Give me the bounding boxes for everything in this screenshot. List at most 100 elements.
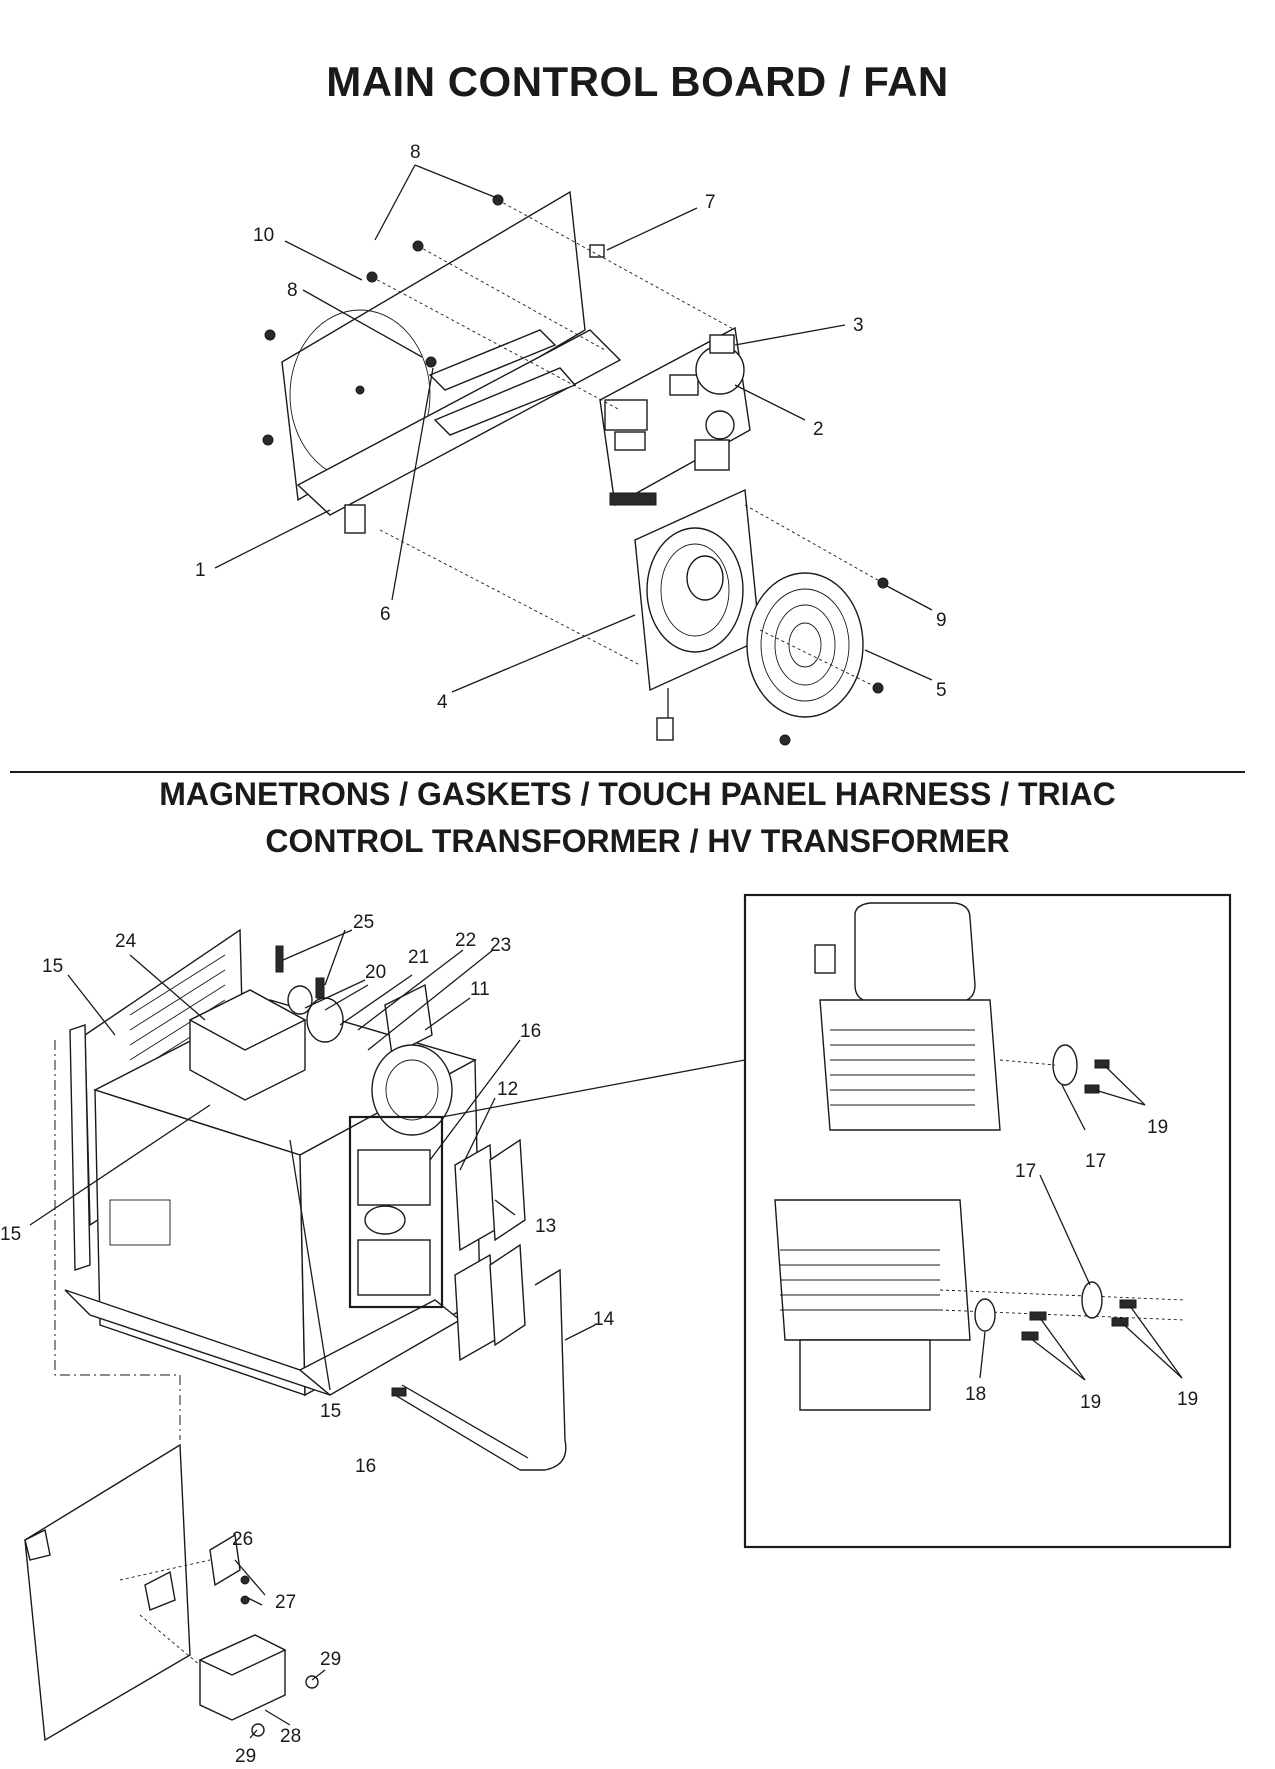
magnetron-body-lower <box>774 1199 971 1341</box>
inset-callouts: 19 17 17 18 19 19 <box>965 1117 1198 1413</box>
screw <box>355 385 365 395</box>
gasket-upper-2 <box>489 1138 526 1242</box>
callout-label: 19 <box>1177 1389 1198 1410</box>
callout-label: 12 <box>497 1079 518 1100</box>
main-control-board-assembly <box>262 190 889 746</box>
magnetron-lower <box>357 1239 431 1296</box>
board-connector <box>669 374 699 396</box>
screw <box>264 329 276 341</box>
callout-label: 7 <box>705 192 716 213</box>
standoff <box>589 244 605 258</box>
top-callout-leaders <box>214 164 933 693</box>
bottom-callouts: 25 24 22 23 21 20 15 11 16 12 13 15 14 1… <box>0 912 615 1767</box>
bracket-foot <box>344 504 366 534</box>
cooling-fan-hub <box>686 555 724 601</box>
section-title-main-control-board: MAIN CONTROL BOARD / FAN <box>326 58 949 105</box>
screw <box>1094 1059 1110 1069</box>
callout-label: 3 <box>853 315 864 336</box>
board-bracket-upper <box>428 329 557 391</box>
label-plate <box>109 1199 171 1246</box>
side-rail <box>69 1024 91 1271</box>
callout-label: 17 <box>1015 1161 1036 1182</box>
callout-label: 15 <box>320 1401 341 1422</box>
callout-label: 10 <box>253 225 274 246</box>
nut <box>305 1675 319 1689</box>
callout-label: 28 <box>280 1726 301 1747</box>
screw <box>1111 1317 1129 1327</box>
callout-label: 16 <box>355 1456 376 1477</box>
triac-module <box>209 1533 241 1587</box>
thermal-cutout <box>1052 1044 1078 1086</box>
board-connector-2 <box>709 334 735 354</box>
control-transformer-panel <box>24 1443 191 1742</box>
board-transformer <box>694 439 730 471</box>
board-relay <box>604 399 648 431</box>
magnetron-antenna-cap <box>854 902 976 1003</box>
callout-label: 4 <box>437 692 448 713</box>
touch-panel-harness <box>520 1268 567 1471</box>
magnetron-detail-inset <box>743 893 1232 1549</box>
screw <box>1119 1299 1137 1309</box>
magnetron-upper <box>357 1149 431 1206</box>
callout-label: 24 <box>115 931 137 952</box>
callout-label: 8 <box>410 142 421 163</box>
section-divider <box>10 771 1245 773</box>
section-title-magnetrons-line1: MAGNETRONS / GASKETS / TOUCH PANEL HARNE… <box>159 776 1116 812</box>
callout-label: 8 <box>287 280 298 301</box>
callout-label: 14 <box>593 1309 615 1330</box>
callout-label: 11 <box>470 979 490 1000</box>
callout-label: 26 <box>232 1529 253 1550</box>
section-title-magnetrons-line2: CONTROL TRANSFORMER / HV TRANSFORMER <box>265 823 1010 859</box>
screw <box>1021 1331 1039 1341</box>
callout-label: 29 <box>320 1649 341 1670</box>
board-capacitor <box>705 410 735 440</box>
board-bracket-lower <box>433 367 577 436</box>
callout-label: 1 <box>195 560 206 581</box>
screw <box>1029 1311 1047 1321</box>
chassis-fan <box>371 1044 453 1136</box>
callout-label: 27 <box>275 1592 296 1613</box>
callout-label: 15 <box>42 956 63 977</box>
callout-label: 18 <box>965 1384 986 1405</box>
hv-fuse <box>315 977 325 999</box>
callout-label: 2 <box>813 419 824 440</box>
callout-label: 5 <box>936 680 947 701</box>
magnetron-detail-lower <box>774 1199 1186 1411</box>
callout-label: 23 <box>490 935 511 956</box>
callout-label: 19 <box>1147 1117 1168 1138</box>
callout-label: 22 <box>455 930 476 951</box>
panel-cutout <box>144 1570 176 1611</box>
callout-label: 9 <box>936 610 947 631</box>
inset-callout-leaders <box>979 1065 1183 1381</box>
callout-label: 20 <box>365 962 386 983</box>
callout-label: 25 <box>353 912 374 933</box>
thermal-sensor <box>974 1298 996 1332</box>
hv-diode <box>275 945 284 973</box>
screw <box>1084 1084 1100 1094</box>
magnetron-terminal <box>814 944 836 974</box>
screw <box>425 356 437 368</box>
screw <box>262 434 274 446</box>
board-relay-2 <box>614 431 646 451</box>
top-callouts: 8 7 10 8 3 2 1 6 9 4 5 <box>195 142 947 713</box>
callout-label: 21 <box>408 947 429 968</box>
triac-bracket <box>384 983 433 1057</box>
fan-connector <box>656 717 674 741</box>
callout-label: 6 <box>380 604 391 625</box>
callout-label: 13 <box>535 1216 556 1237</box>
magnetron-body-upper <box>819 999 1001 1131</box>
screw <box>872 682 884 694</box>
screw <box>779 734 791 746</box>
magnetron-highlight-box <box>348 1115 444 1309</box>
gasket-lower-2 <box>489 1243 526 1347</box>
control-transformer-assembly <box>24 1443 319 1742</box>
callout-label: 17 <box>1085 1151 1106 1172</box>
oven-chassis-assembly <box>54 928 746 1471</box>
callout-label: 29 <box>235 1746 256 1767</box>
magnetron-base <box>799 1339 931 1411</box>
callout-label: 19 <box>1080 1392 1101 1413</box>
waveguide-coupler <box>364 1205 406 1235</box>
hv-capacitor-2 <box>287 985 313 1015</box>
mounting-panel <box>281 190 586 502</box>
